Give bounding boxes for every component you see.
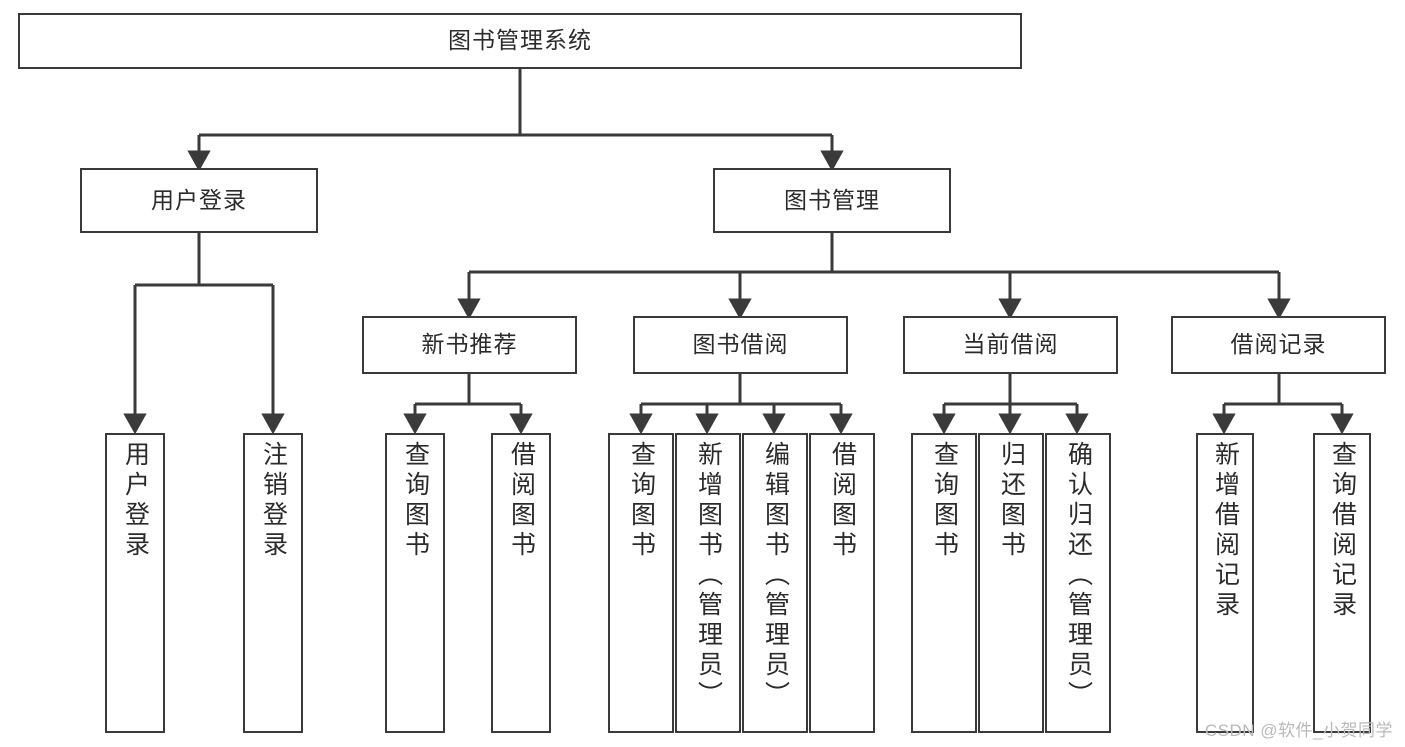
node-label: 编辑图书（管理员） [761,441,790,711]
leaf-user-login-logout[interactable]: 注销登录 [243,433,303,733]
leaf-book-borrow-edit[interactable]: 编辑图书（管理员） [742,433,808,733]
node-label: 新增借阅记录 [1211,441,1240,621]
leaf-current-borrow-query[interactable]: 查询图书 [911,433,977,733]
leaf-borrow-record-add[interactable]: 新增借阅记录 [1196,433,1254,733]
node-label: 归还图书 [997,441,1026,561]
leaf-new-book-query[interactable]: 查询图书 [385,433,445,733]
leaf-new-book-borrow[interactable]: 借阅图书 [491,433,551,733]
node-book-management[interactable]: 图书管理 [713,168,951,233]
node-new-book-recommend[interactable]: 新书推荐 [362,316,577,374]
node-label: 查询图书 [627,441,656,561]
node-user-login[interactable]: 用户登录 [80,168,318,233]
node-book-borrow[interactable]: 图书借阅 [633,316,848,374]
node-label: 新书推荐 [421,331,518,358]
node-borrow-record[interactable]: 借阅记录 [1171,316,1386,374]
leaf-current-borrow-return[interactable]: 归还图书 [978,433,1044,733]
leaf-borrow-record-query[interactable]: 查询借阅记录 [1313,433,1371,733]
node-label: 借阅图书 [507,441,536,561]
node-label: 用户登录 [151,186,247,213]
node-label: 当前借阅 [962,331,1059,358]
node-label: 注销登录 [259,441,288,561]
node-label: 查询借阅记录 [1328,441,1357,621]
node-current-borrow[interactable]: 当前借阅 [903,316,1118,374]
node-label: 确认归还（管理员） [1064,441,1093,711]
leaf-book-borrow-add[interactable]: 新增图书（管理员） [675,433,741,733]
node-label: 用户登录 [121,441,150,561]
node-label: 查询图书 [930,441,959,561]
csdn-watermark: CSDN @软件_小贺同学 [1204,721,1393,740]
node-label: 借阅图书 [828,441,857,561]
node-label: 图书借阅 [692,331,789,358]
node-label: 借阅记录 [1230,331,1327,358]
leaf-book-borrow-query[interactable]: 查询图书 [608,433,674,733]
leaf-user-login-login[interactable]: 用户登录 [105,433,165,733]
node-label: 图书管理系统 [448,27,592,54]
node-label: 图书管理 [784,186,880,213]
leaf-book-borrow-borrow[interactable]: 借阅图书 [809,433,875,733]
node-root-system[interactable]: 图书管理系统 [18,13,1022,69]
leaf-current-borrow-confirm-return[interactable]: 确认归还（管理员） [1045,433,1111,733]
node-label: 新增图书（管理员） [694,441,723,711]
node-label: 查询图书 [401,441,430,561]
